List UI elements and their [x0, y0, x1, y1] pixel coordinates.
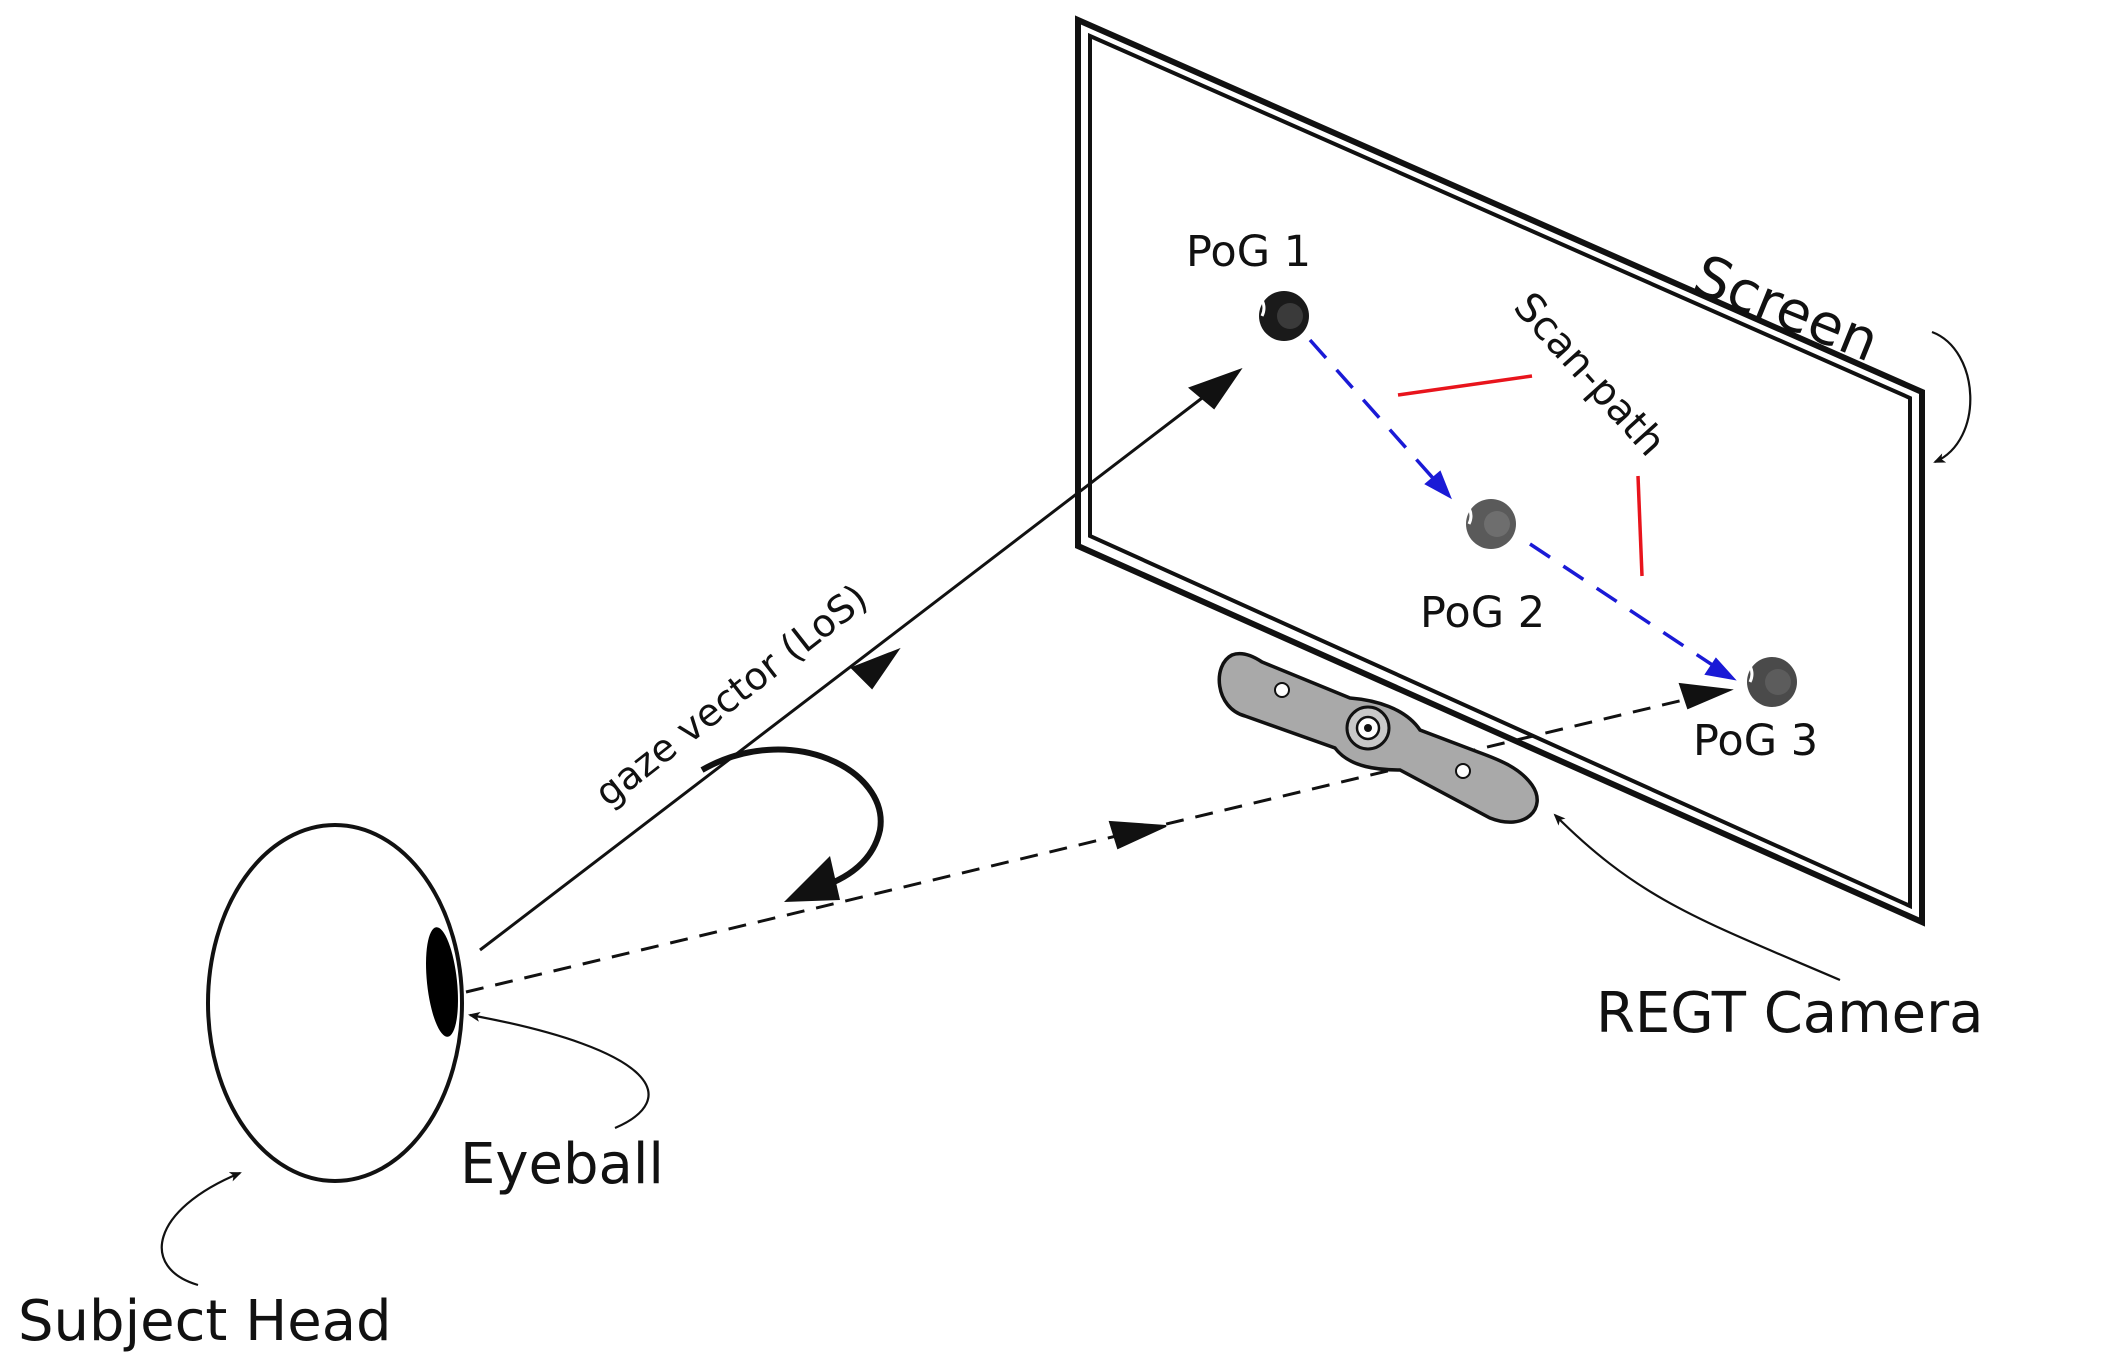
scan-path-lines [1397, 374, 1644, 577]
angle-arrow [700, 746, 884, 902]
pog1-dot [1259, 291, 1309, 341]
subject-head-label: Subject Head [18, 1289, 392, 1354]
regt-camera-label: REGT Camera [1596, 981, 1983, 1046]
pog3-label: PoG 3 [1693, 716, 1818, 766]
gaze-vector-label: gaze vector (LoS) [586, 575, 875, 815]
camera-gaze-dashed-line [465, 682, 1734, 994]
webcam-bar-icon [1217, 651, 1539, 824]
pog3-dot [1747, 657, 1797, 707]
eyeball-outline-icon [206, 823, 464, 1183]
gaze-vector-line [479, 368, 1243, 952]
pog2-label: PoG 2 [1420, 588, 1545, 638]
pog2-dot [1466, 499, 1516, 549]
saccade-arrows [1308, 338, 1737, 681]
eyeball-label: Eyeball [460, 1132, 664, 1197]
callout-curves [160, 330, 1972, 1287]
pog1-label: PoG 1 [1186, 227, 1311, 277]
